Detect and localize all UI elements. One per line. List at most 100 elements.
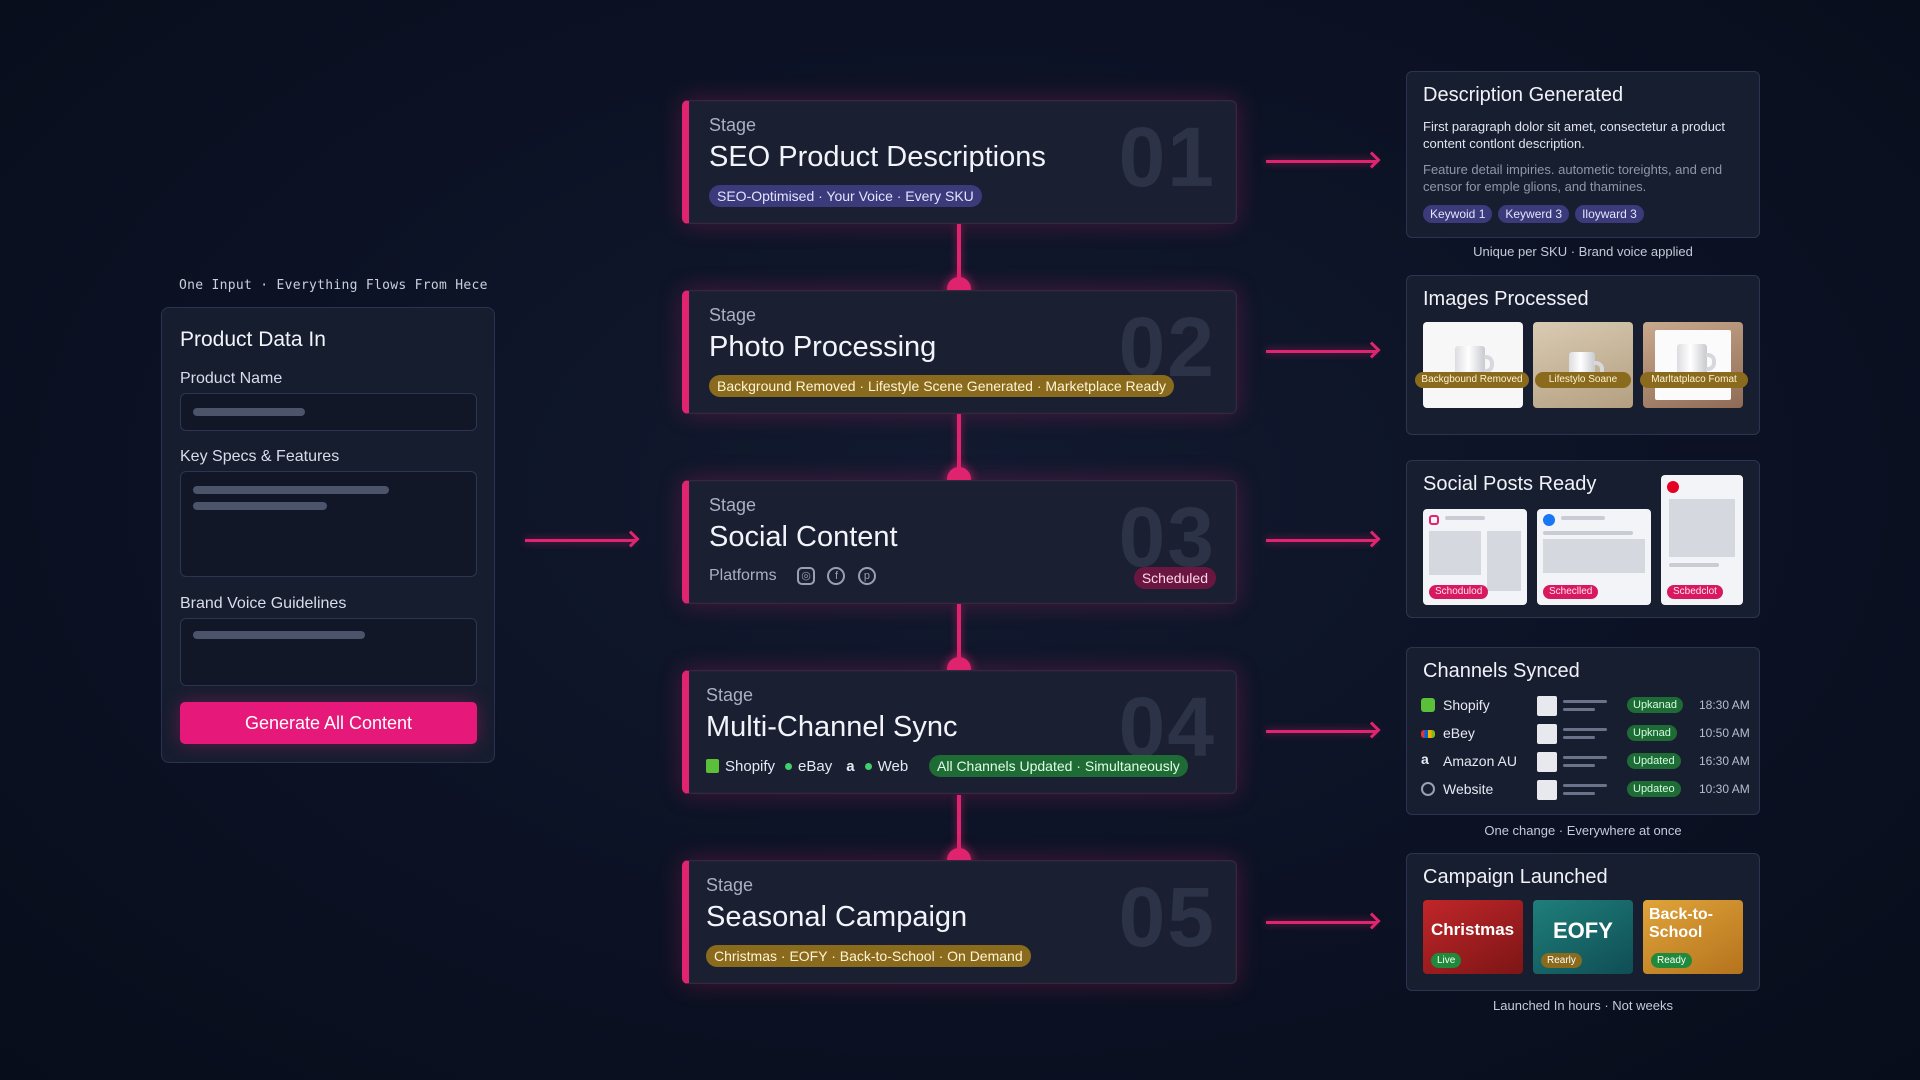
channel-time: 16:30 AM (1699, 754, 1750, 768)
generate-all-content-button[interactable]: Generate All Content (180, 702, 477, 744)
campaign-tile-back-to-school: Back-to-School Ready (1643, 900, 1743, 974)
image-label: Marltatplaco Fomat (1640, 372, 1748, 388)
stage-title: Multi-Channel Sync (706, 711, 958, 743)
product-thumbnail (1537, 696, 1557, 716)
connector-line-3-4 (957, 604, 961, 668)
stage-kicker: Stage (706, 875, 754, 895)
stage-kicker: Stage (709, 495, 757, 515)
connector-line-2-3 (957, 414, 961, 478)
instagram-post-preview: Schodulod (1423, 509, 1527, 605)
stage-title: Seasonal Campaign (706, 901, 968, 933)
campaign-caption: Launched In hours · Not weeks (1493, 998, 1673, 1013)
campaign-result-card[interactable]: Campaign Launched Christmas Live EOFY Re… (1406, 853, 1760, 991)
scheduled-badge: Scbedclot (1667, 585, 1723, 599)
channel-status: Upkanad (1627, 697, 1684, 713)
status-dot-icon (864, 763, 872, 770)
stage-title: Social Content (709, 521, 898, 553)
stage-pill: SEO-Optimised · Your Voice · Every SKU (709, 185, 982, 207)
scheduled-badge: Schodulod (1429, 585, 1489, 599)
stage-number: 01 (1118, 110, 1216, 204)
image-label: Backgbound Removed (1415, 372, 1529, 388)
keyword-tags: Keywoid 1 Keywerd 3 Iloyward 3 (1423, 205, 1650, 223)
result-title: Images Processed (1423, 288, 1589, 310)
result-title: Description Generated (1423, 84, 1624, 106)
stage-title: Photo Processing (709, 331, 937, 363)
campaign-name: Christmas (1431, 920, 1515, 939)
stage-number: 05 (1118, 870, 1216, 964)
panel-title: Product Data In (180, 328, 326, 351)
keyword-tag: Keywerd 3 (1498, 205, 1570, 223)
description-paragraph-2: Feature detail impiries. autometic torei… (1423, 162, 1723, 194)
instagram-icon: ◎ (797, 567, 816, 585)
campaign-name: Back-to-School (1649, 906, 1714, 941)
description-caption: Unique per SKU · Brand voice applied (1473, 244, 1693, 259)
keyword-tag: Iloyward 3 (1575, 205, 1644, 223)
facebook-post-preview: Scheclled (1537, 509, 1651, 605)
output-arrow-4 (1266, 730, 1376, 733)
instagram-icon (1429, 515, 1439, 525)
campaign-name: EOFY (1553, 918, 1613, 943)
product-data-panel: Product Data In Product Name Key Specs &… (161, 307, 495, 763)
input-caption: One Input · Everything Flows From Hece (179, 278, 488, 293)
shopify-icon (1421, 698, 1435, 712)
shopify-icon (706, 759, 719, 773)
campaign-badge: Rearly (1541, 953, 1582, 968)
output-arrow-1 (1266, 160, 1376, 163)
scheduled-badge: Scheduled (1133, 567, 1216, 589)
output-arrow-2 (1266, 350, 1376, 353)
stage-card-photo[interactable]: Stage Photo Processing 02 Background Rem… (682, 290, 1237, 414)
image-lifestyle-scene (1533, 322, 1633, 408)
brand-voice-textarea[interactable] (180, 618, 477, 686)
channel-name: Shopify (1443, 697, 1490, 713)
channel-status: Updated (1627, 753, 1681, 769)
description-paragraph-1: First paragraph dolor sit amet, consecte… (1423, 119, 1726, 151)
result-title: Social Posts Ready (1423, 473, 1597, 495)
channel-time: 10:30 AM (1699, 782, 1750, 796)
social-result-card[interactable]: Social Posts Ready Schodulod Scheclled S… (1406, 460, 1760, 618)
image-label: Lifestylo Soane (1535, 372, 1631, 388)
description-result-card[interactable]: Description Generated First paragraph do… (1406, 71, 1760, 238)
result-title: Campaign Launched (1423, 866, 1608, 888)
stage-card-social[interactable]: Stage Social Content 03 Platforms ◎ f p … (682, 480, 1237, 604)
pinterest-post-preview: Scbedclot (1661, 475, 1743, 605)
facebook-icon (1543, 514, 1555, 526)
stage-pill: All Channels Updated · Simultaneously (929, 755, 1188, 777)
product-name-input[interactable] (180, 393, 477, 431)
scheduled-badge: Scheclled (1543, 585, 1599, 599)
stage-card-seo[interactable]: Stage SEO Product Descriptions 01 SEO-Op… (682, 100, 1237, 224)
product-thumbnail (1537, 752, 1557, 772)
key-specs-label: Key Specs & Features (180, 448, 340, 465)
stage-number: 03 (1118, 490, 1216, 584)
brand-voice-label: Brand Voice Guidelines (180, 595, 347, 612)
image-marketplace-format (1643, 322, 1743, 408)
channel-row: eBey Upknad 10:50 AM (1421, 723, 1751, 745)
channel-row: Website Updateo 10:30 AM (1421, 779, 1751, 801)
images-result-card[interactable]: Images Processed Backgbound Removed Life… (1406, 275, 1760, 435)
channel-shopify: Shopify (725, 758, 776, 775)
campaign-tile-eofy: EOFY Rearly (1533, 900, 1633, 974)
campaign-badge: Live (1431, 953, 1462, 968)
amazon-icon: a (1421, 751, 1429, 767)
product-name-label: Product Name (180, 370, 283, 387)
keyword-tag: Keywoid 1 (1423, 205, 1493, 223)
stage-title: SEO Product Descriptions (709, 141, 1046, 173)
channel-name: Website (1443, 781, 1494, 797)
amazon-icon: a (846, 758, 855, 775)
platforms-row: Platforms ◎ f p (709, 567, 876, 585)
pinterest-icon (1667, 481, 1679, 493)
channel-row: Shopify Upkanad 18:30 AM (1421, 695, 1751, 717)
channel-time: 18:30 AM (1699, 698, 1750, 712)
facebook-icon: f (827, 567, 846, 585)
channel-time: 10:50 AM (1699, 726, 1750, 740)
channels-result-card[interactable]: Channels Synced Shopify Upkanad 18:30 AM… (1406, 647, 1760, 815)
key-specs-textarea[interactable] (180, 471, 477, 577)
result-title: Channels Synced (1423, 660, 1580, 682)
stage-card-campaign[interactable]: Stage Seasonal Campaign 05 Christmas · E… (682, 860, 1237, 984)
connector-line-1-2 (957, 224, 961, 288)
channel-name: Amazon AU (1443, 753, 1517, 769)
stage-pill: Christmas · EOFY · Back-to-School · On D… (706, 945, 1031, 967)
product-thumbnail (1537, 780, 1557, 800)
stage-pill: Background Removed · Lifestyle Scene Gen… (709, 375, 1175, 397)
stage-kicker: Stage (709, 305, 757, 325)
